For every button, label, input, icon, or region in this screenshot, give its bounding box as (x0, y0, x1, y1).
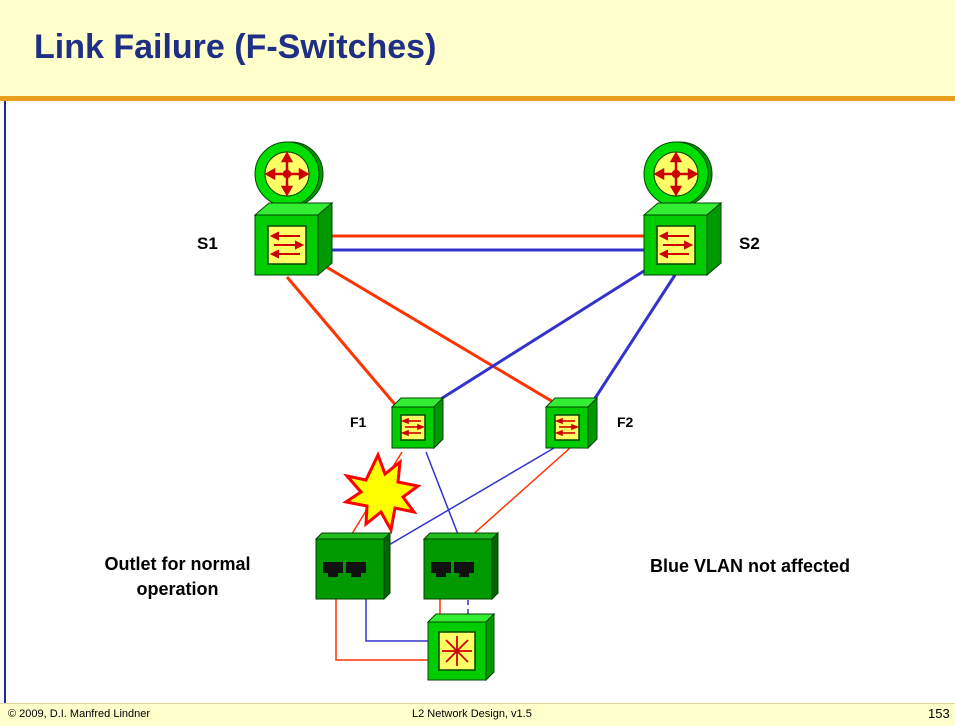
footer-course: L2 Network Design, v1.5 (412, 708, 532, 720)
outlet-annotation-line1: Outlet for normal (104, 554, 251, 574)
title-bar (0, 0, 955, 96)
switch-icon (643, 202, 722, 276)
blue-vlan-annotation: Blue VLAN not affected (650, 556, 851, 576)
hub-icon (426, 612, 496, 682)
f2-label: F2 (617, 414, 634, 430)
f1-label: F1 (350, 414, 367, 430)
left-border (4, 101, 6, 705)
explosion-icon (342, 451, 422, 535)
outlet1-hub-red-link (335, 582, 428, 661)
outlet-icon (315, 532, 391, 600)
s1-f1-red-link (285, 276, 400, 409)
s1-label: S1 (197, 234, 218, 253)
f2-outlet1-blue-link (359, 447, 555, 563)
router-icon (642, 140, 714, 208)
uplinks (285, 257, 677, 414)
outlet1-hub-blue-link (365, 582, 428, 642)
switch-icon (254, 202, 333, 276)
footer (0, 703, 955, 726)
s2-label: S2 (739, 234, 760, 253)
trunk-links (318, 234, 654, 252)
s2-f2-blue-link (588, 274, 677, 407)
s1-f2-red-link (317, 260, 571, 414)
title-divider (0, 96, 955, 101)
switch-icon (545, 397, 598, 449)
outlet-icon (423, 532, 499, 600)
footer-copyright: © 2009, D.I. Manfred Lindner (8, 708, 151, 720)
slide-title: Link Failure (F-Switches) (34, 28, 437, 66)
page-number: 153 (928, 706, 950, 721)
router-icon (253, 140, 325, 208)
s2-f1-blue-link (435, 257, 664, 404)
outlet-annotation: Outlet for normal operation (70, 552, 285, 602)
switch-icon (391, 397, 444, 449)
outlet-annotation-line2: operation (136, 579, 219, 599)
